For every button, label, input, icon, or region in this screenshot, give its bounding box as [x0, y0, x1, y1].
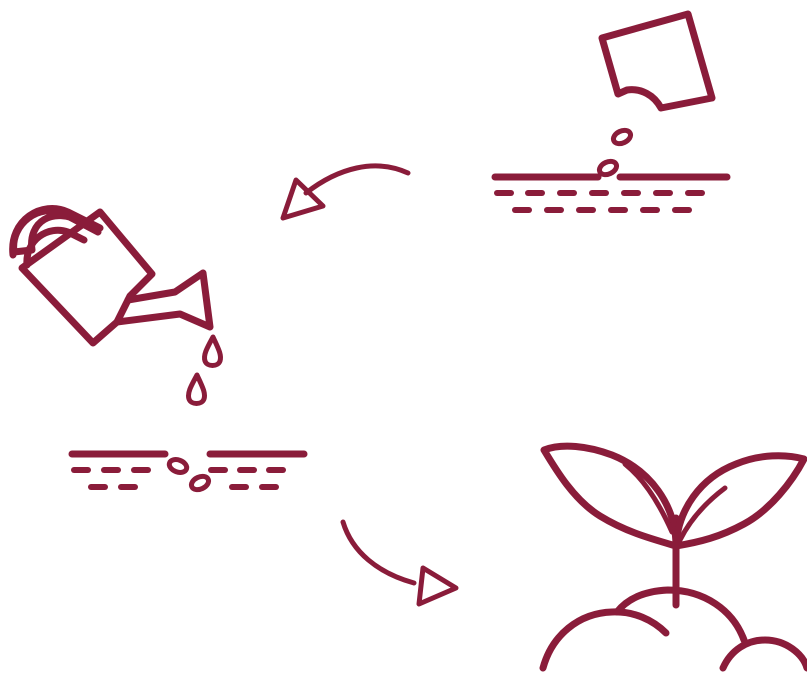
sprout-leaf-left-icon: [544, 446, 676, 546]
water-drop-icon: [204, 337, 220, 366]
sprout-icon: [543, 446, 807, 668]
planted-seed-icon: [167, 457, 188, 474]
watering-can-icon: [13, 209, 210, 343]
soil-line-icon: [495, 177, 727, 210]
water-drop-icon: [188, 375, 204, 404]
curved-arrow-icon: [343, 522, 456, 604]
sprout-leaf-right-icon: [676, 456, 804, 546]
curved-arrow-icon: [283, 166, 408, 218]
planted-seed-icon: [597, 159, 618, 177]
seed-packet-icon: [602, 14, 712, 108]
seed-packet-sowing-icon: [495, 14, 727, 210]
watering-can-spout-icon: [117, 273, 210, 327]
watered-soil-icon: [72, 454, 304, 492]
falling-seed-icon: [611, 128, 632, 146]
planted-seed-icon: [189, 474, 210, 492]
soil-mound-icon: [543, 612, 666, 668]
